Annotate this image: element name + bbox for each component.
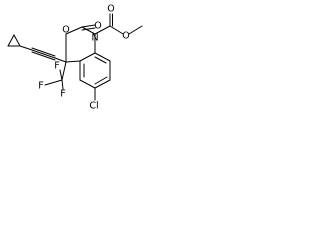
chemical-structure: O O N O O F F F Cl xyxy=(7,4,143,112)
bond-benzo-c5-c6 xyxy=(79,79,96,89)
bond-cf3-f-top xyxy=(59,69,63,81)
bond-alkyne-c4 xyxy=(54,57,67,63)
ester-oxygen-label: O xyxy=(122,31,129,42)
bond-c8a-c4a xyxy=(79,52,96,62)
bond-cyclopropyl-alkyne xyxy=(19,45,33,51)
bond-o3-c2 xyxy=(65,26,83,35)
ring-nitrogen-label: N xyxy=(91,33,98,44)
fluorine-bottom-label: F xyxy=(60,89,65,100)
bonds xyxy=(7,13,143,101)
bond-alkyne-triple-3 xyxy=(31,51,56,61)
bond-ester-oxygen xyxy=(109,25,124,35)
bond-cf3-f-left xyxy=(44,79,63,86)
fluorine-left-label: F xyxy=(38,81,43,92)
ring-oxygen-label: O xyxy=(62,25,69,36)
bond-c2-carbonyl-b xyxy=(81,27,96,31)
bond-c2-n1 xyxy=(81,26,96,35)
fluorine-top-label: F xyxy=(54,61,59,72)
bond-alkyne-triple-2 xyxy=(31,49,56,59)
carbonyl-oxygen-label: O xyxy=(94,21,101,32)
bond-alkyne-triple-1 xyxy=(31,47,56,57)
chlorine-label: Cl xyxy=(89,101,98,112)
bond-cf3-f-bottom xyxy=(61,79,64,90)
bond-cyclopropyl-left xyxy=(7,34,15,47)
bond-c2-carbonyl-a xyxy=(81,24,96,28)
bond-cyclopropyl-right xyxy=(13,34,21,47)
ester-carbonyl-oxygen-label: O xyxy=(107,4,114,15)
bond-n1-ester-carbon xyxy=(94,25,111,35)
atom-labels: O O N O O F F F Cl xyxy=(38,4,129,112)
bond-benzo-inner-right xyxy=(94,56,107,64)
bond-benzo-inner-bottom xyxy=(94,76,108,85)
bond-benzo-c8-c8a xyxy=(94,52,111,62)
bond-c4a-c4 xyxy=(65,60,81,63)
bond-c4-cf3 xyxy=(61,61,67,81)
bond-methoxy xyxy=(128,25,143,35)
bond-benzo-c6-c7 xyxy=(94,79,111,89)
